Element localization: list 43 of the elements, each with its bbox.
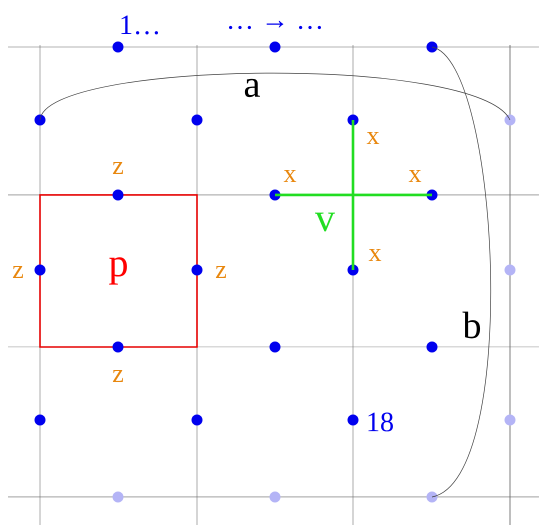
- label: x: [368, 249, 382, 261]
- label: z: [112, 162, 124, 174]
- curve-line: [40, 72, 510, 120]
- label: 1…: [121, 16, 158, 34]
- label: x: [408, 170, 422, 182]
- dot: [192, 414, 202, 426]
- dot: [348, 114, 358, 126]
- dot: [34, 414, 46, 426]
- label: x: [366, 132, 380, 144]
- dot: [270, 491, 280, 502]
- dot: [270, 190, 280, 200]
- dot: [426, 42, 438, 52]
- dot: [112, 491, 124, 502]
- label: v: [315, 212, 335, 232]
- dot: [504, 114, 516, 126]
- operator-line: [352, 120, 354, 270]
- label: z: [112, 370, 124, 382]
- edge-label: a: [244, 78, 260, 98]
- dot: [112, 42, 124, 52]
- dot: [270, 42, 280, 52]
- dot: [192, 114, 202, 126]
- dot: [192, 264, 202, 276]
- dot: [34, 114, 46, 126]
- label: … → …: [228, 20, 322, 30]
- dot: [426, 341, 438, 352]
- dot: [504, 414, 516, 426]
- dot: [426, 190, 438, 200]
- dot: [348, 414, 358, 426]
- dot: [426, 491, 438, 502]
- curve-line: [432, 46, 491, 498]
- dot: [112, 190, 124, 200]
- label: 18: [368, 412, 393, 432]
- label: z: [216, 266, 226, 278]
- dot: [270, 341, 280, 352]
- dot: [34, 264, 46, 276]
- label: z: [12, 266, 24, 278]
- label: x: [284, 170, 296, 182]
- edge-label: b: [462, 312, 480, 338]
- dot: [504, 264, 516, 276]
- operator-line: [275, 194, 432, 196]
- plaquette-box: p: [39, 194, 198, 348]
- dot: [112, 341, 124, 352]
- dot: [348, 264, 358, 276]
